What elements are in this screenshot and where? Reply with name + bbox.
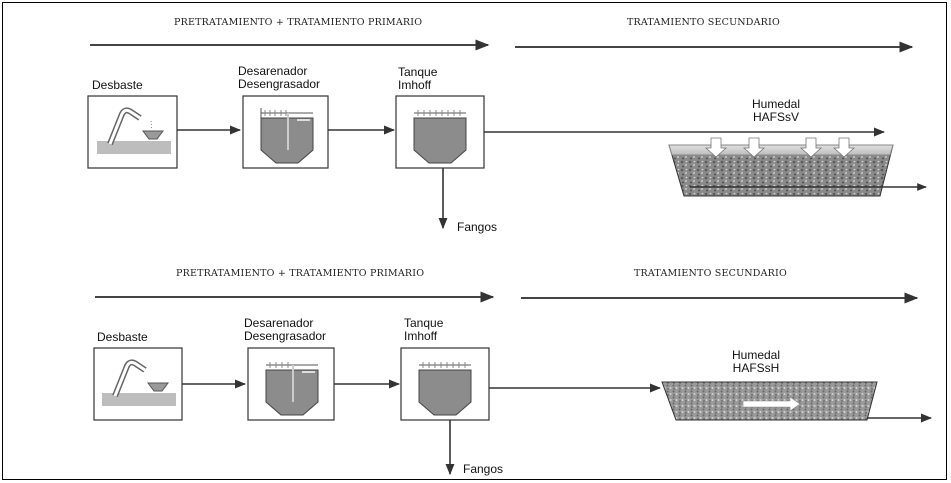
- grit-label-line1: Desarenador: [238, 64, 308, 78]
- wetland-label-line2: HAFSsH: [732, 361, 780, 375]
- grit-unit: [242, 95, 329, 169]
- wetland-vertical: [668, 137, 927, 197]
- imhoff-unit: [400, 347, 490, 421]
- screening-unit: [93, 347, 183, 421]
- screening-label: Desbaste: [97, 330, 148, 344]
- screening-unit: [87, 95, 178, 169]
- tank-label-line1: Tanque: [404, 316, 444, 330]
- imhoff-unit: [395, 95, 485, 169]
- phase-label-secondary: TRATAMIENTO SECUNDARIO: [634, 268, 787, 279]
- tank-label-line2: Imhoff: [404, 329, 438, 343]
- grit-label-line2: Desengrasador: [244, 329, 327, 343]
- wetland-horizontal: [661, 381, 933, 423]
- grit-label-line1: Desarenador: [244, 316, 314, 330]
- sludge-label: Fangos: [463, 462, 504, 476]
- wetland-label-line1: Humedal: [731, 348, 781, 362]
- tank-label-line1: Tanque: [398, 65, 438, 79]
- grit-unit: [247, 347, 335, 421]
- screening-label: Desbaste: [92, 78, 143, 92]
- wetland-label-line1: Humedal: [751, 97, 801, 111]
- row-1: [87, 39, 927, 230]
- row-2: [93, 291, 933, 476]
- phase-label-secondary: TRATAMIENTO SECUNDARIO: [627, 17, 780, 28]
- wetland-label-line2: HAFSsV: [752, 110, 799, 124]
- phase-label-primary: PRETRATAMIENTO + TRATAMIENTO PRIMARIO: [174, 17, 423, 28]
- tank-label-line2: Imhoff: [398, 78, 432, 92]
- phase-label-primary: PRETRATAMIENTO + TRATAMIENTO PRIMARIO: [176, 268, 425, 279]
- sludge-label: Fangos: [457, 220, 498, 234]
- grit-label-line2: Desengrasador: [238, 77, 321, 91]
